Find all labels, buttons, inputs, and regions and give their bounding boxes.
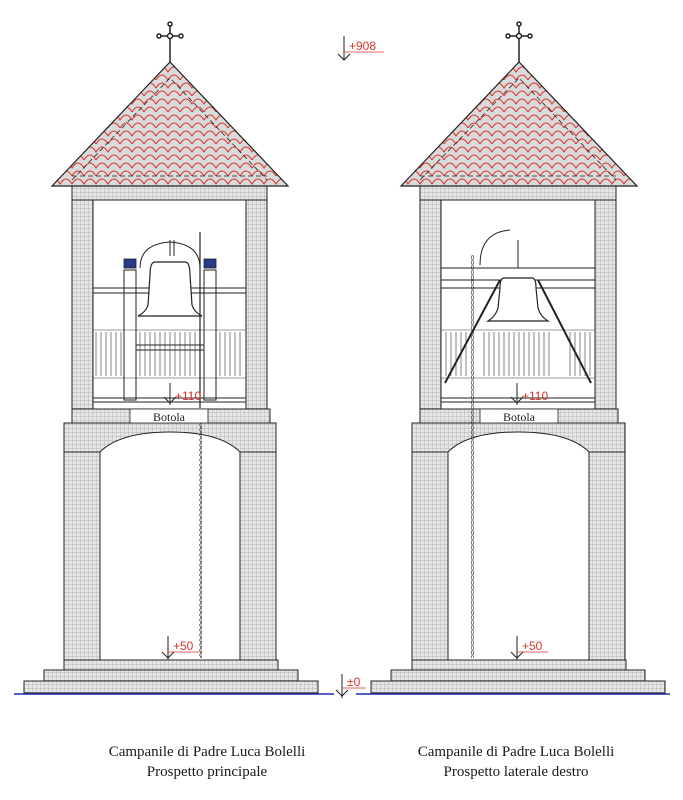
upper-pier-right — [245, 199, 268, 410]
cross-icon — [156, 21, 184, 62]
bell-icon — [137, 261, 203, 317]
hatch — [129, 408, 209, 424]
elevation-base-text: ±0 — [347, 675, 361, 689]
elevation-belfry-right-text: +110 — [522, 389, 548, 403]
upper-pier-right — [594, 199, 617, 410]
bell-frame — [440, 229, 596, 403]
caption-right-subtitle: Prospetto laterale destro — [443, 764, 589, 780]
caption-right: Campanile di Padre Luca Bolelli Prospett… — [366, 742, 666, 782]
elevation-marker-floor-right: +50 — [510, 636, 548, 660]
base-step-upper — [390, 669, 646, 682]
motor-right — [203, 258, 217, 269]
elevation-belfry-left-text: +110 — [175, 389, 201, 403]
elevation-floor-left-text: +50 — [173, 639, 194, 653]
railing — [441, 329, 595, 379]
elevation-marker-base: ±0 — [335, 674, 366, 698]
hatch-label-right: Botola — [503, 410, 536, 424]
roof-hidden-line — [419, 77, 617, 181]
pier-left — [411, 451, 449, 661]
roof — [50, 61, 290, 187]
motor-left — [123, 258, 137, 269]
upper-pier-left — [71, 199, 94, 410]
elevation-top-text: +908 — [349, 39, 376, 53]
pier-left — [63, 451, 101, 661]
base-step-lower — [370, 680, 666, 694]
caption-left-subtitle: Prospetto principale — [146, 764, 268, 780]
roof — [399, 61, 639, 187]
roof-hidden-line — [71, 77, 268, 181]
tower-right — [370, 21, 666, 694]
caption-left-title: Campanile di Padre Luca Bolelli — [108, 744, 306, 760]
plinth — [63, 659, 279, 671]
base-step-upper — [43, 669, 299, 682]
bell-chain — [199, 423, 202, 658]
caption-right-title: Campanile di Padre Luca Bolelli — [417, 744, 615, 760]
elevation-floor-right-text: +50 — [522, 639, 543, 653]
cross-icon — [505, 21, 533, 62]
top-beam — [71, 185, 268, 201]
upper-pier-left — [419, 199, 442, 410]
base-step-lower — [23, 680, 319, 694]
elevation-marker-belfry-right: +110 — [510, 383, 548, 405]
elevation-marker-floor-left: +50 — [161, 636, 200, 660]
caption-left: Campanile di Padre Luca Bolelli Prospett… — [57, 742, 357, 782]
bell-icon — [485, 277, 551, 322]
arch-beam — [63, 422, 277, 453]
railing — [93, 329, 246, 379]
hatch — [479, 408, 559, 424]
arch-beam — [411, 422, 626, 453]
pier-right — [239, 451, 277, 661]
elevation-marker-top: +908 — [337, 36, 384, 61]
bell-chain — [471, 255, 474, 658]
top-beam — [419, 185, 617, 201]
pier-right — [588, 451, 626, 661]
plinth — [411, 659, 627, 671]
elevation-marker-belfry-left: +110 — [163, 383, 201, 405]
hatch-label-left: Botola — [153, 410, 186, 424]
tower-left — [23, 21, 319, 694]
